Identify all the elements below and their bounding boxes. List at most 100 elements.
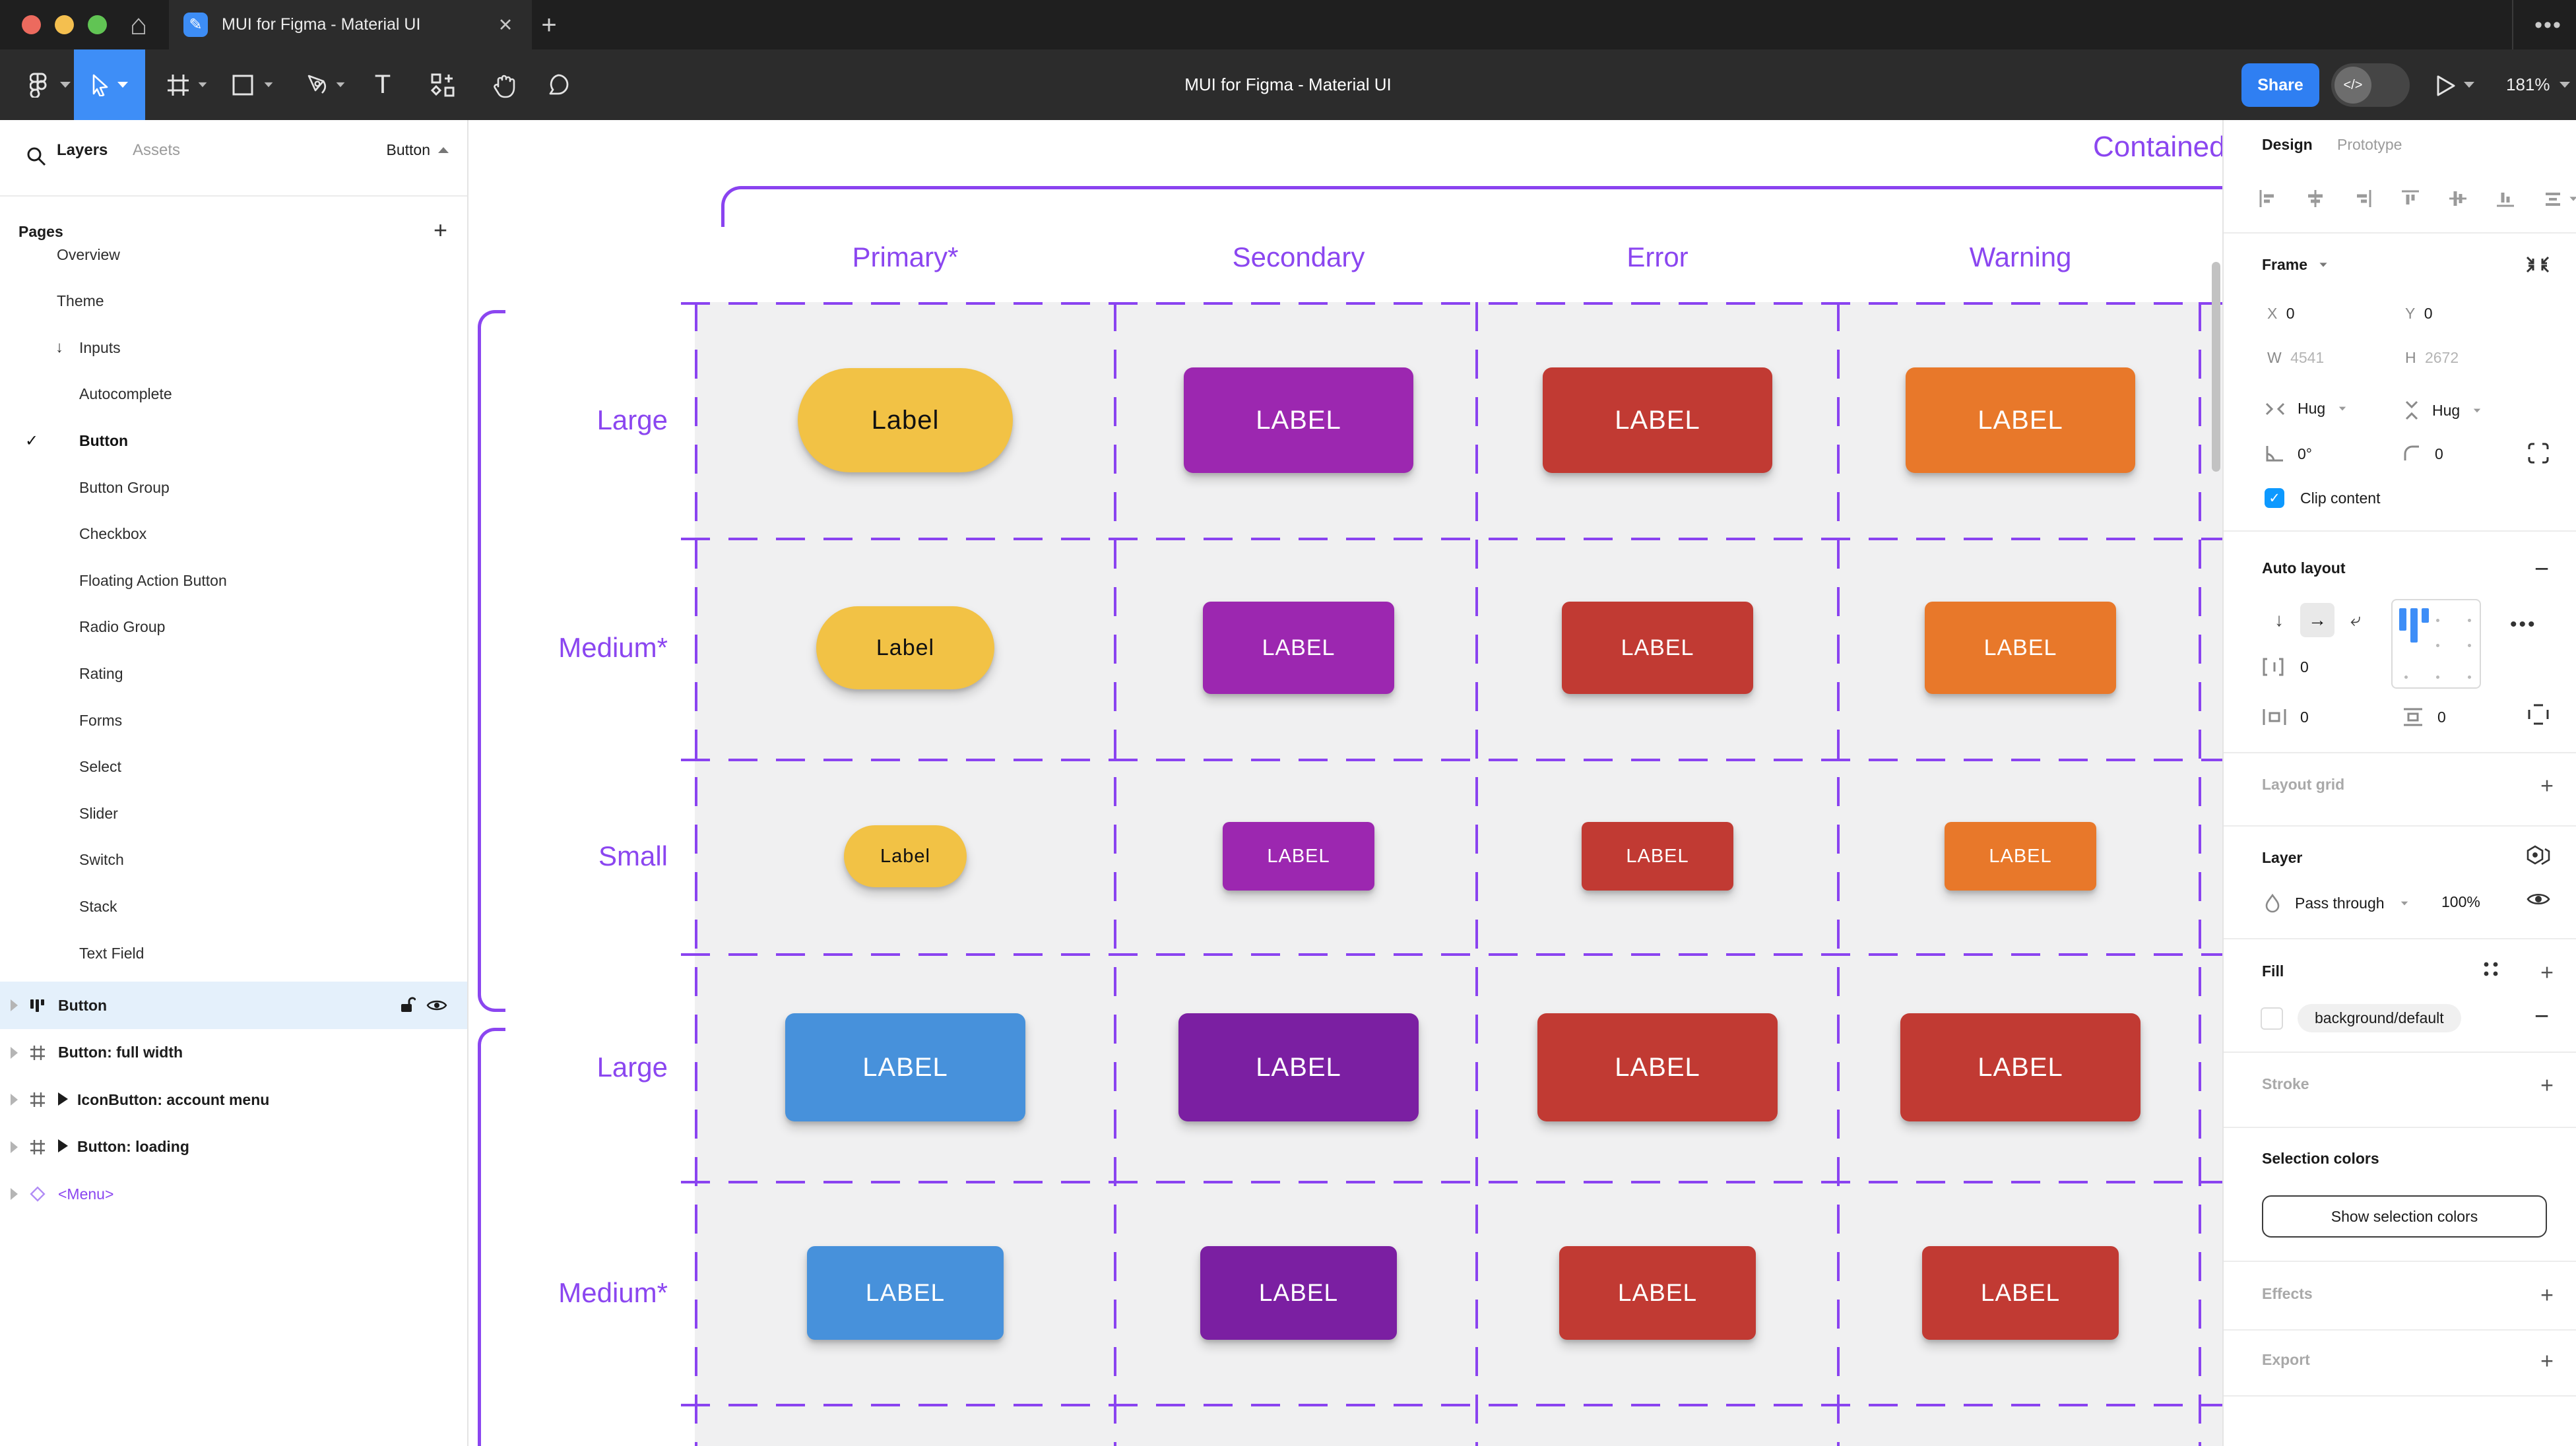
independent-corners-icon[interactable] [2527, 442, 2551, 464]
add-export-button[interactable]: + [2540, 1348, 2554, 1374]
layer-row-button-loading[interactable]: Button: loading [0, 1123, 467, 1171]
specimen-button[interactable]: Label [816, 606, 994, 689]
specimen-button[interactable]: LABEL [1582, 822, 1733, 891]
align-right-icon[interactable] [2353, 189, 2373, 208]
specimen-button[interactable]: LABEL [1906, 367, 2135, 473]
remove-fill-button[interactable]: − [2534, 1003, 2550, 1030]
comment-tool-icon[interactable] [541, 49, 575, 120]
sidebar-page-switch[interactable]: Switch [0, 839, 467, 881]
specimen-button[interactable]: LABEL [1537, 1013, 1778, 1121]
unlock-icon[interactable] [399, 996, 416, 1015]
specimen-button[interactable]: LABEL [1559, 1246, 1756, 1340]
sidebar-page-button-group[interactable]: Button Group [0, 466, 467, 509]
text-tool-icon[interactable]: T [374, 70, 391, 99]
specimen-button[interactable]: LABEL [1200, 1246, 1397, 1340]
specimen-button[interactable]: LABEL [1543, 367, 1772, 473]
dev-mode-toggle[interactable]: </> [2331, 63, 2410, 107]
add-page-button[interactable]: + [433, 216, 447, 243]
align-h-center-icon[interactable] [2305, 189, 2325, 208]
specimen-button[interactable]: LABEL [1562, 602, 1753, 694]
frame-x-field[interactable]: X 0 [2267, 305, 2295, 322]
fill-token-chip[interactable]: background/default [2298, 1004, 2461, 1032]
sidebar-page-floating-action-button[interactable]: Floating Action Button [0, 559, 467, 602]
direction-wrap-icon[interactable]: ⤶ [2350, 609, 2361, 630]
sidebar-page-inputs[interactable]: ↓Inputs [0, 327, 467, 369]
frame-tool-chevron-icon[interactable] [195, 49, 210, 120]
frame-y-field[interactable]: Y 0 [2405, 305, 2433, 322]
sidebar-page-radio-group[interactable]: Radio Group [0, 606, 467, 648]
disclosure-triangle-icon[interactable] [11, 1141, 18, 1153]
specimen-button[interactable]: LABEL [1203, 602, 1394, 694]
pen-tool-chevron-icon[interactable] [333, 49, 348, 120]
specimen-button[interactable]: LABEL [785, 1013, 1025, 1121]
specimen-button[interactable]: LABEL [1945, 822, 2096, 891]
tab-prototype[interactable]: Prototype [2337, 136, 2402, 153]
align-top-icon[interactable] [2400, 189, 2420, 208]
share-button[interactable]: Share [2241, 63, 2319, 107]
zoom-control[interactable]: 181% [2506, 49, 2570, 120]
frame-h-field[interactable]: H 2672 [2405, 349, 2459, 366]
file-tab[interactable]: ✎ MUI for Figma - Material UI [169, 0, 532, 49]
visible-eye-icon[interactable] [426, 997, 447, 1013]
disclosure-triangle-icon[interactable] [11, 1188, 18, 1201]
sidebar-page-checkbox[interactable]: Checkbox [0, 513, 467, 555]
gap-field[interactable]: 0 [2262, 657, 2576, 677]
specimen-button[interactable]: LABEL [1178, 1013, 1419, 1121]
blend-mode-icon[interactable] [2526, 844, 2552, 868]
sidebar-page-stack[interactable]: Stack [0, 885, 467, 927]
blend-mode-control[interactable]: Pass through [2265, 893, 2576, 913]
auto-layout-alignment-pad[interactable] [2391, 599, 2481, 689]
shape-tool-chevron-icon[interactable] [261, 49, 276, 120]
align-v-center-icon[interactable] [2448, 189, 2468, 208]
specimen-button[interactable]: LABEL [807, 1246, 1004, 1340]
disclosure-triangle-icon[interactable] [11, 1046, 18, 1059]
add-fill-button[interactable]: + [2540, 960, 2554, 986]
disclosure-triangle-icon[interactable] [11, 1094, 18, 1106]
layer-row-button-full-width[interactable]: Button: full width [0, 1029, 467, 1077]
sidebar-page-forms[interactable]: Forms [0, 699, 467, 741]
corner-radius-field[interactable]: 0 [2403, 445, 2576, 463]
components-tool-icon[interactable] [426, 49, 460, 120]
horizontal-padding-field[interactable]: 0 [2262, 707, 2576, 727]
frame-w-field[interactable]: W 4541 [2267, 349, 2325, 366]
maximize-window-button[interactable] [88, 15, 107, 34]
sidebar-page-autocomplete[interactable]: Autocomplete [0, 373, 467, 416]
sidebar-page-text-field[interactable]: Text Field [0, 932, 467, 974]
present-chevron-icon[interactable] [2464, 82, 2474, 88]
hand-tool-icon[interactable] [488, 49, 523, 120]
minimize-window-button[interactable] [55, 15, 74, 34]
main-menu-chevron-icon[interactable] [58, 49, 73, 120]
add-effect-button[interactable]: + [2540, 1282, 2554, 1308]
add-stroke-button[interactable]: + [2540, 1073, 2554, 1098]
direction-vertical-icon[interactable]: ↓ [2274, 610, 2284, 630]
layer-opacity-field[interactable]: 100% [2441, 893, 2480, 910]
sidebar-page-theme[interactable]: Theme [0, 280, 467, 323]
layer-row-button[interactable]: Button [0, 982, 467, 1029]
window-overflow-menu-icon[interactable]: ••• [2534, 13, 2562, 38]
layer-visibility-eye-icon[interactable] [2526, 889, 2552, 909]
close-tab-icon[interactable]: ✕ [498, 15, 513, 35]
hug-horizontal-control[interactable]: Hug [2265, 400, 2576, 418]
specimen-button[interactable]: LABEL [1184, 367, 1413, 473]
auto-layout-more-icon[interactable]: ••• [2510, 613, 2537, 635]
present-play-icon[interactable] [2437, 75, 2455, 96]
layer-row-iconbutton-account-menu[interactable]: IconButton: account menu [0, 1076, 467, 1123]
page-selector[interactable]: Button [387, 141, 449, 159]
home-icon[interactable]: ⌂ [129, 9, 148, 41]
close-window-button[interactable] [22, 15, 41, 34]
specimen-button[interactable]: LABEL [1900, 1013, 2141, 1121]
sidebar-page-rating[interactable]: Rating [0, 652, 467, 695]
fill-styles-icon[interactable] [2481, 959, 2507, 979]
direction-horizontal-icon[interactable]: → [2300, 603, 2334, 637]
shape-tool-icon[interactable] [227, 49, 259, 120]
sidebar-page-button[interactable]: ✓Button [0, 420, 467, 462]
specimen-button[interactable]: LABEL [1223, 822, 1374, 891]
fill-row[interactable]: background/default [2261, 1004, 2576, 1032]
hug-vertical-control[interactable]: Hug [2403, 400, 2576, 421]
distribute-menu[interactable] [2543, 189, 2576, 208]
show-selection-colors-button[interactable]: Show selection colors [2262, 1195, 2547, 1238]
clip-content-control[interactable]: ✓ Clip content [2265, 488, 2576, 508]
search-icon[interactable] [25, 145, 48, 168]
sidebar-page-slider[interactable]: Slider [0, 792, 467, 834]
